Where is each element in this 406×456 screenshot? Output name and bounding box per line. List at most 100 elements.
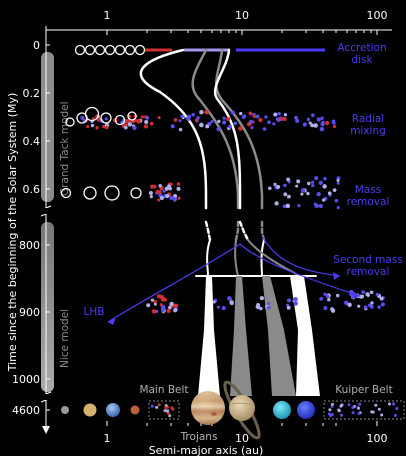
small-body xyxy=(310,123,315,128)
accretion-disk xyxy=(74,44,325,56)
small-body xyxy=(173,118,178,122)
small-body xyxy=(334,198,339,203)
small-body xyxy=(104,125,109,130)
small-body xyxy=(279,117,283,121)
small-body xyxy=(241,115,246,119)
main-belt-body xyxy=(164,406,168,410)
small-body xyxy=(233,121,238,126)
radial-label-2: mixing xyxy=(350,125,386,137)
kuiper-belt-body xyxy=(395,407,399,410)
second-mass-label-1: Second mass xyxy=(333,254,403,266)
y-tick-0.6: 0.6 xyxy=(23,183,41,196)
small-body xyxy=(178,119,182,123)
embryos-radial-mixing xyxy=(65,106,137,127)
small-body xyxy=(277,112,281,116)
planets xyxy=(61,380,315,440)
small-body xyxy=(174,303,179,308)
small-body xyxy=(145,116,150,120)
small-body xyxy=(363,305,368,310)
small-body xyxy=(222,116,226,120)
mass-label-1: Mass xyxy=(355,184,381,196)
small-body xyxy=(217,119,221,124)
small-body xyxy=(332,124,337,129)
embryo xyxy=(83,186,97,200)
main-belt-body xyxy=(167,412,171,416)
kuiper-belt-body xyxy=(371,410,375,414)
main-belt-body xyxy=(157,403,161,407)
small-body xyxy=(283,113,288,117)
small-body xyxy=(369,290,374,295)
small-body xyxy=(148,190,153,196)
small-body xyxy=(157,116,161,120)
small-body xyxy=(302,122,307,127)
small-body xyxy=(319,296,324,301)
small-body xyxy=(239,111,243,116)
small-body xyxy=(248,111,253,116)
small-body xyxy=(320,116,324,120)
small-body xyxy=(319,126,325,132)
small-body xyxy=(300,188,306,193)
small-body xyxy=(178,127,183,132)
belt-bodies xyxy=(150,402,399,418)
small-body xyxy=(318,180,323,185)
small-body xyxy=(153,302,157,306)
embryo xyxy=(114,44,126,56)
small-body xyxy=(238,126,243,131)
embryo xyxy=(104,185,120,201)
kuiper-belt-label: Kuiper Belt xyxy=(335,384,392,396)
small-body xyxy=(335,293,340,298)
accretion-label-2: disk xyxy=(351,54,373,66)
kuiper-belt-body xyxy=(340,413,343,417)
small-body xyxy=(143,124,149,129)
neptune-icon xyxy=(297,401,315,419)
embryo xyxy=(94,44,106,56)
kuiper-belt-body xyxy=(393,414,397,417)
small-body xyxy=(276,184,281,189)
y-axis-arrow xyxy=(42,426,50,434)
small-body xyxy=(313,123,318,128)
small-body xyxy=(216,127,221,132)
small-body xyxy=(199,122,204,128)
small-body xyxy=(160,297,165,302)
small-body xyxy=(336,181,340,185)
y-tick-0: 0 xyxy=(33,39,40,52)
arrow-heads xyxy=(108,272,360,325)
small-body xyxy=(293,301,298,306)
small-body xyxy=(379,296,384,301)
small-body xyxy=(307,181,311,186)
small-body xyxy=(173,194,178,198)
kuiper-belt-box xyxy=(323,400,405,420)
embryo xyxy=(104,44,116,56)
radial-label-1: Radial xyxy=(352,113,384,125)
small-body xyxy=(187,114,192,119)
jupiter-icon xyxy=(191,391,225,425)
small-body xyxy=(250,126,254,130)
small-body xyxy=(168,305,172,310)
small-body xyxy=(158,184,162,188)
small-body xyxy=(149,195,153,199)
small-body xyxy=(295,184,299,188)
y-tick-1000: 1000 xyxy=(12,373,40,386)
small-body xyxy=(266,302,271,306)
main-belt-body xyxy=(166,409,170,413)
small-body xyxy=(212,300,216,304)
small-body xyxy=(360,294,365,299)
small-body xyxy=(194,118,199,122)
x-tick-bottom-1: 1 xyxy=(104,432,111,445)
nice-model-label: Nice model xyxy=(59,309,71,368)
kuiper-belt-body xyxy=(358,402,362,406)
small-body xyxy=(370,301,374,305)
small-body xyxy=(255,114,260,119)
second-mass-label-2: removal xyxy=(347,266,390,278)
embryo xyxy=(127,111,137,121)
kuiper-belt-body xyxy=(357,412,361,415)
small-body xyxy=(273,112,278,117)
y-axis-break xyxy=(40,205,52,403)
small-body xyxy=(369,304,374,309)
small-body xyxy=(173,308,178,313)
kuiper-belt-body xyxy=(357,406,360,410)
small-body xyxy=(210,119,214,124)
embryos-mass-removal xyxy=(60,185,142,201)
kuiper-belt-body xyxy=(388,402,391,406)
